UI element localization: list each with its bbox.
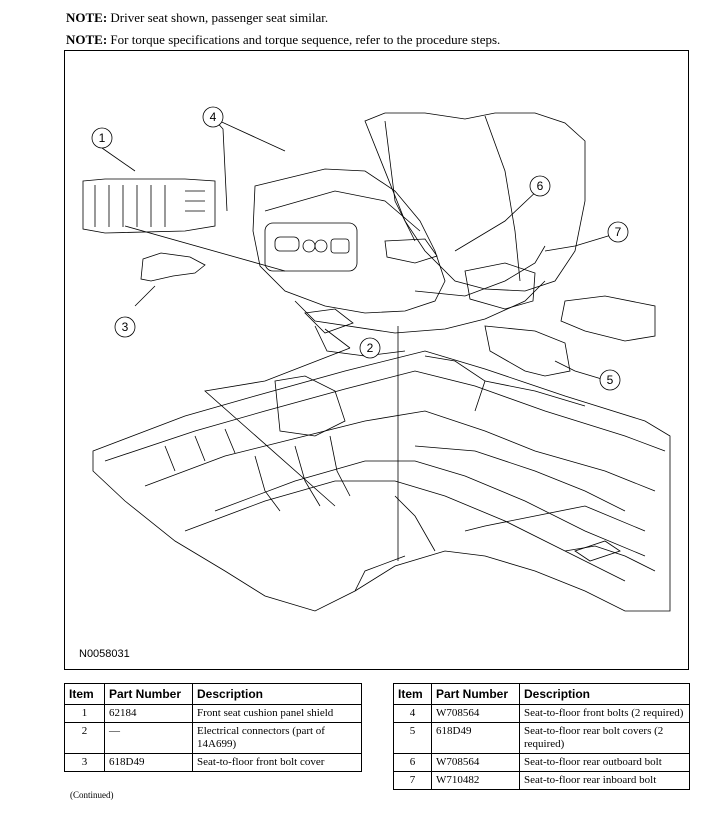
- table-row: 2 — Electrical connectors (part of 14A69…: [64, 722, 362, 754]
- callout-3: 3: [122, 320, 129, 334]
- part-number: W710482: [431, 771, 520, 790]
- part-number: 618D49: [431, 722, 520, 754]
- item-number: 1: [64, 704, 105, 723]
- table-row: 7 W710482 Seat-to-floor rear inboard bol…: [393, 771, 690, 790]
- item-number: 4: [393, 704, 432, 723]
- item-number: 3: [64, 753, 105, 772]
- parts-table-left: Item Part Number Description 1 62184 Fro…: [64, 683, 362, 772]
- header-description: Description: [519, 683, 690, 705]
- note-text: Driver seat shown, passenger seat simila…: [107, 10, 329, 25]
- table-row: 5 618D49 Seat-to-floor rear bolt covers …: [393, 722, 690, 754]
- part-number: 618D49: [104, 753, 193, 772]
- part-description: Seat-to-floor rear inboard bolt: [519, 771, 690, 790]
- note-label: NOTE:: [66, 32, 108, 47]
- header-part-number: Part Number: [431, 683, 520, 705]
- table-header-row: Item Part Number Description: [393, 683, 690, 705]
- part-number: W708564: [431, 753, 520, 772]
- seat-line-drawing: 1 2 3 4 5 6 7: [82, 106, 671, 612]
- note-torque-specs: NOTE: For torque specifications and torq…: [66, 32, 500, 48]
- callout-6: 6: [537, 179, 544, 193]
- header-item: Item: [64, 683, 105, 705]
- seat-exploded-illustration: 1 2 3 4 5 6 7 N0058031: [64, 50, 689, 670]
- item-number: 7: [393, 771, 432, 790]
- part-description: Seat-to-floor rear bolt covers (2 requir…: [519, 722, 690, 754]
- table-row: 4 W708564 Seat-to-floor front bolts (2 r…: [393, 704, 690, 723]
- table-row: 3 618D49 Seat-to-floor front bolt cover: [64, 753, 362, 772]
- callout-1: 1: [99, 131, 106, 145]
- part-number: 62184: [104, 704, 193, 723]
- part-number: W708564: [431, 704, 520, 723]
- header-part-number: Part Number: [104, 683, 193, 705]
- item-number: 6: [393, 753, 432, 772]
- table-row: 1 62184 Front seat cushion panel shield: [64, 704, 362, 723]
- figure-id: N0058031: [79, 648, 130, 660]
- callout-4: 4: [210, 110, 217, 124]
- callout-5: 5: [607, 373, 614, 387]
- note-driver-seat: NOTE: Driver seat shown, passenger seat …: [66, 10, 328, 26]
- callout-7: 7: [615, 225, 622, 239]
- continued-label: (Continued): [70, 790, 114, 800]
- header-item: Item: [393, 683, 432, 705]
- part-description: Seat-to-floor front bolt cover: [192, 753, 362, 772]
- part-number: —: [104, 722, 193, 754]
- header-description: Description: [192, 683, 362, 705]
- part-description: Seat-to-floor front bolts (2 required): [519, 704, 690, 723]
- parts-table-right: Item Part Number Description 4 W708564 S…: [393, 683, 690, 790]
- table-header-row: Item Part Number Description: [64, 683, 362, 705]
- part-description: Seat-to-floor rear outboard bolt: [519, 753, 690, 772]
- item-number: 5: [393, 722, 432, 754]
- item-number: 2: [64, 722, 105, 754]
- note-text: For torque specifications and torque seq…: [107, 32, 501, 47]
- part-description: Electrical connectors (part of 14A699): [192, 722, 362, 754]
- part-description: Front seat cushion panel shield: [192, 704, 362, 723]
- table-row: 6 W708564 Seat-to-floor rear outboard bo…: [393, 753, 690, 772]
- note-label: NOTE:: [66, 10, 108, 25]
- callout-2: 2: [367, 341, 374, 355]
